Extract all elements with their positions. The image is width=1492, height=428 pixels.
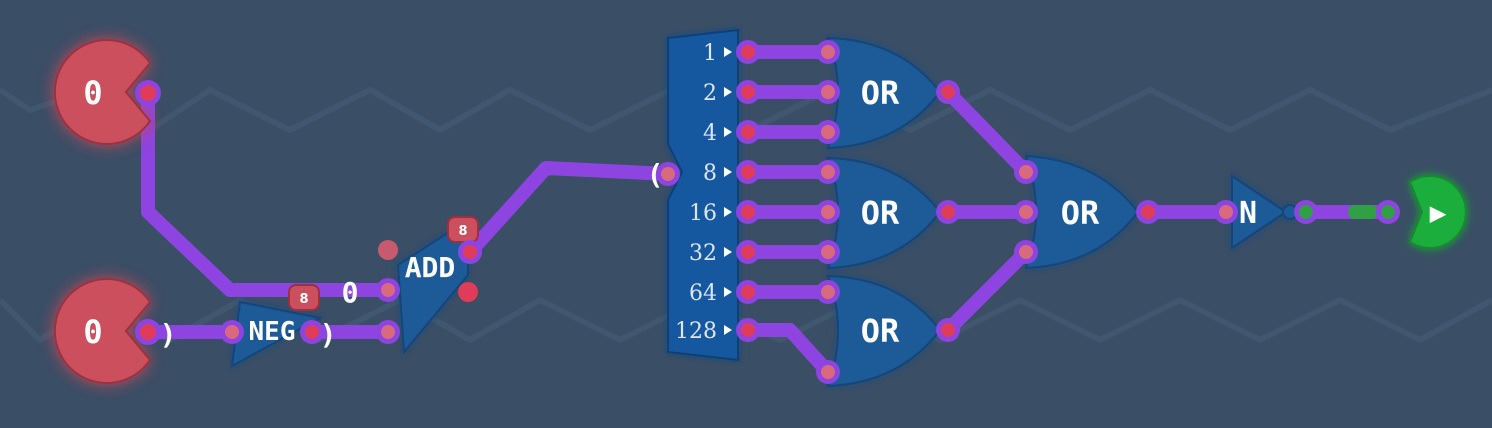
- or-gate-top-label: OR: [861, 74, 900, 112]
- splitter-bit-label: 2: [703, 81, 717, 106]
- splitter-bit-label: 64: [689, 281, 717, 306]
- wire-or-bot-out: [941, 245, 1033, 337]
- splitter-bit-arrow-icon: [724, 47, 732, 57]
- splitter-bit-label: 8: [703, 161, 717, 186]
- output-node[interactable]: [1408, 175, 1467, 249]
- input-top[interactable]: [53, 39, 152, 145]
- or-gate-bottom-label: OR: [861, 312, 900, 350]
- splitter-bit-label: 4: [703, 121, 717, 146]
- svg-text:8: 8: [458, 224, 467, 239]
- not-gate-label: N: [1239, 196, 1257, 231]
- byte-splitter[interactable]: [667, 28, 739, 362]
- add-gate[interactable]: [396, 218, 469, 355]
- pins: [135, 40, 1400, 384]
- or-gate-final-label: OR: [1061, 194, 1100, 232]
- neg-bit-badge: 8: [288, 284, 320, 311]
- wire-value-neg-in: ): [160, 318, 177, 351]
- splitter-bit-label: 32: [689, 241, 717, 266]
- wire-or-top-out: [941, 85, 1033, 179]
- svg-text:8: 8: [299, 292, 308, 307]
- splitter-bit-label: 128: [675, 319, 717, 344]
- input-bottom-value: 0: [83, 313, 102, 351]
- wire-value-add-in: 0: [342, 276, 359, 309]
- add-gate-label: ADD: [405, 251, 456, 284]
- wire-value-neg-out: ): [320, 318, 337, 351]
- splitter-bit-arrow-icon: [724, 287, 732, 297]
- or-gate-mid-label: OR: [861, 194, 900, 232]
- wire-bit128: [741, 323, 835, 379]
- splitter-bit-arrow-icon: [724, 127, 732, 137]
- or-gate-bottom[interactable]: [826, 274, 942, 388]
- splitter-bit-label: 1: [703, 41, 717, 66]
- splitter-bit-arrow-icon: [724, 167, 732, 177]
- add-bit-badge: 8: [447, 216, 479, 243]
- input-bottom[interactable]: [53, 278, 152, 384]
- neg-gate-label: NEG: [249, 317, 296, 347]
- splitter-bit-labels: 1 2 4 8 16 32 64 128: [675, 41, 732, 344]
- wires: [141, 45, 1395, 379]
- output-play-icon: ▶: [1430, 196, 1447, 229]
- wire-value-splitter-in: (: [647, 158, 664, 191]
- splitter-bit-arrow-icon: [724, 247, 732, 257]
- splitter-bit-label: 16: [689, 201, 717, 226]
- wire-add-to-splitter: [463, 161, 675, 259]
- splitter-bit-arrow-icon: [724, 87, 732, 97]
- wire-top-input-to-add: [141, 86, 395, 297]
- input-top-value: 0: [83, 74, 102, 112]
- splitter-bit-arrow-icon: [724, 207, 732, 217]
- splitter-bit-arrow-icon: [724, 325, 732, 335]
